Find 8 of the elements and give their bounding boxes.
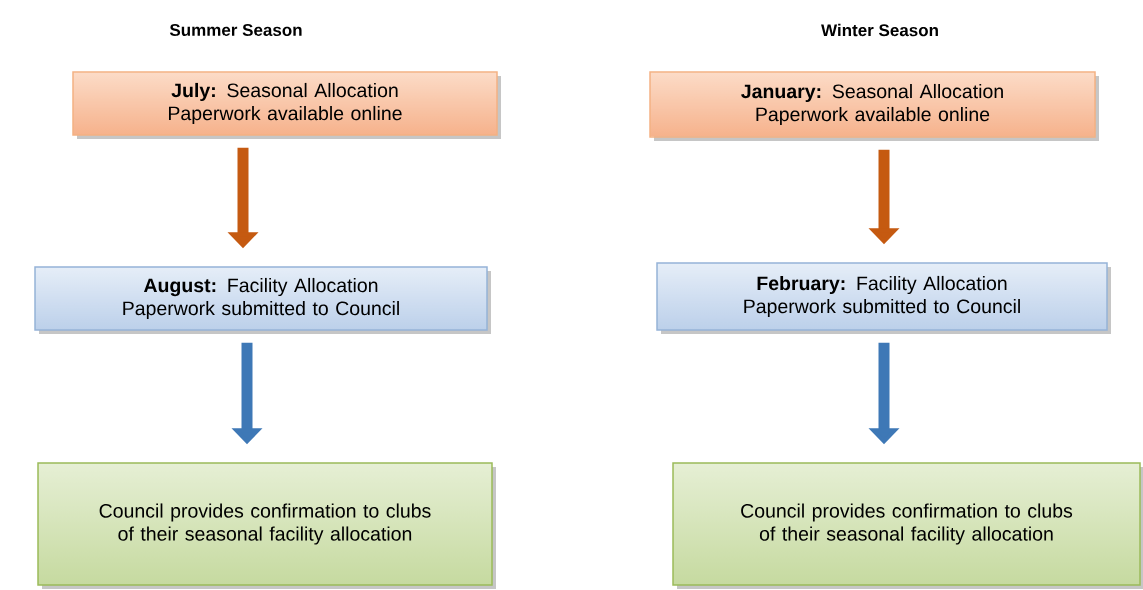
process-box: July: Seasonal Allocation Paperwork available online (72, 71, 501, 139)
process-box: August: Facility Allocation Paperwork submitted to Council (34, 266, 491, 334)
process-box: January: Seasonal Allocation Paperwork available online (649, 71, 1099, 141)
column-heading: Winter Season (821, 23, 938, 37)
process-box: Council provides confirmation to clubs of their seasonal facility allocation (37, 462, 496, 589)
process-box: Council provides confirmation to clubs of their seasonal facility allocation (672, 462, 1143, 589)
process-box: February: Facility Allocation Paperwork submitted to Council (656, 262, 1111, 334)
column-heading: Summer Season (169, 24, 302, 37)
